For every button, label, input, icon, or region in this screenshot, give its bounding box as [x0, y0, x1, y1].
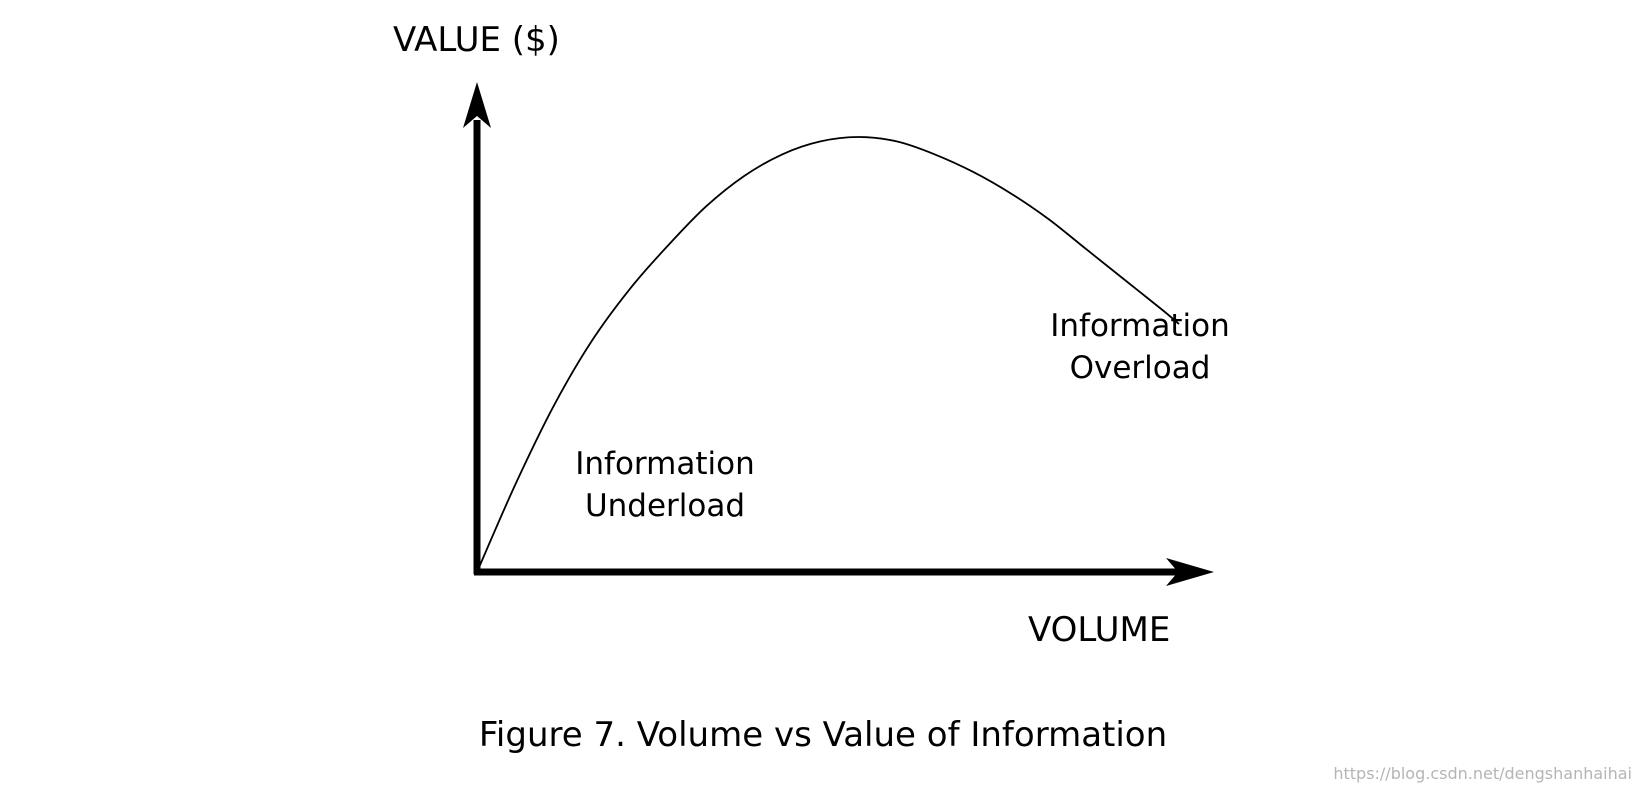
x-axis-arrowhead	[1166, 558, 1214, 586]
annotation-information-underload: Information Underload	[560, 443, 770, 527]
annotation-line: Information	[1050, 308, 1230, 344]
annotation-line: Overload	[1069, 350, 1211, 386]
annotation-line: Information	[575, 446, 755, 482]
annotation-line: Underload	[584, 488, 746, 524]
y-axis-arrowhead	[463, 82, 491, 128]
annotation-information-overload: Information Overload	[1035, 305, 1245, 389]
y-axis-label: VALUE ($)	[393, 20, 560, 60]
x-axis-label: VOLUME	[1028, 610, 1171, 650]
figure-caption: Figure 7. Volume vs Value of Information	[478, 715, 1168, 755]
watermark: https://blog.csdn.net/dengshanhaihai	[1333, 764, 1632, 783]
value-curve	[476, 136, 1180, 573]
